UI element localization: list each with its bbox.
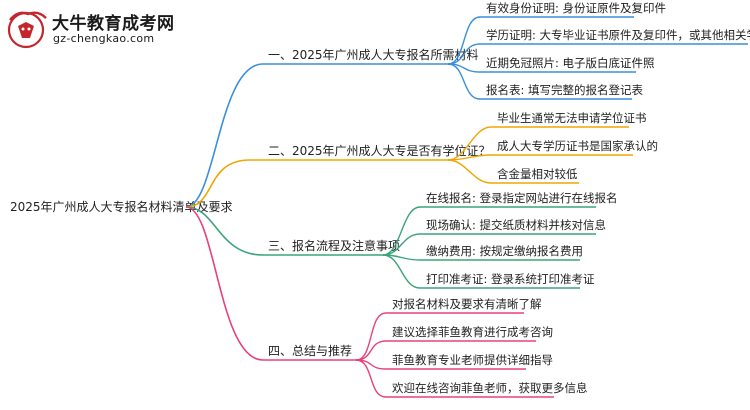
leaf-connector — [382, 254, 421, 289]
branch-label-3: 三、报名流程及注意事项 — [268, 238, 400, 253]
leaf-node: 菲鱼教育专业老师提供详细指导 — [392, 353, 553, 367]
logo-title: 大牛教育成考网 — [52, 14, 175, 34]
leaf-connector — [355, 312, 387, 361]
leaf-node: 缴纳费用: 按规定缴纳报名费用 — [426, 244, 583, 258]
leaf-connector — [447, 63, 481, 100]
branch-label-2: 二、2025年广州成人大专是否有学位证？ — [268, 143, 491, 158]
branch-connector — [185, 159, 251, 208]
leaf-node: 近期免冠照片: 电子版白底证件照 — [486, 56, 655, 70]
leaf-node: 在线报名: 登录指定网站进行在线报名 — [426, 191, 618, 205]
branch-connector — [185, 63, 264, 208]
leaf-node: 对报名材料及要求有清晰了解 — [392, 297, 542, 311]
leaf-node: 学历证明: 大专毕业证书原件及复印件，或其他相关学历证书 — [486, 28, 750, 42]
branch-connector — [185, 206, 264, 361]
leaf-node: 毕业生通常无法申请学位证书 — [497, 111, 647, 125]
branch-label-4: 四、总结与推荐 — [268, 344, 352, 358]
leaf-node: 建议选择菲鱼教育进行成考咨询 — [392, 325, 553, 339]
site-logo[interactable]: 大牛教育成考网 gz-chengkao.com — [6, 6, 186, 52]
branch-label-1: 一、2025年广州成人大专报名所需材料 — [268, 47, 479, 62]
leaf-node: 欢迎在线咨询菲鱼老师，获取更多信息 — [392, 381, 588, 395]
logo-url: gz-chengkao.com — [53, 32, 155, 45]
leaf-node: 报名表: 填写完整的报名登记表 — [486, 83, 644, 97]
leaf-connector — [355, 340, 387, 361]
leaf-connector — [355, 359, 387, 398]
bull-logo-icon — [7, 11, 47, 49]
leaf-node: 成人大专学历证书是国家承认的 — [497, 139, 658, 153]
leaf-node: 现场确认: 提交纸质材料并核对信息 — [426, 218, 606, 232]
leaf-node: 有效身份证明: 身份证原件及复印件 — [486, 1, 666, 15]
leaf-connector — [447, 16, 481, 65]
leaf-connector — [447, 159, 492, 184]
root-topic: 2025年广州成人大专报名材料清单及要求 — [10, 199, 233, 214]
branch-connector — [185, 206, 264, 256]
leaf-node: 含金量相对较低 — [497, 167, 578, 181]
leaf-connector — [382, 233, 421, 256]
leaf-connector — [447, 126, 492, 161]
leaf-node: 打印准考证: 登录系统打印准考证 — [426, 272, 595, 286]
leaf-connector — [382, 206, 421, 256]
leaf-connector — [447, 43, 481, 65]
